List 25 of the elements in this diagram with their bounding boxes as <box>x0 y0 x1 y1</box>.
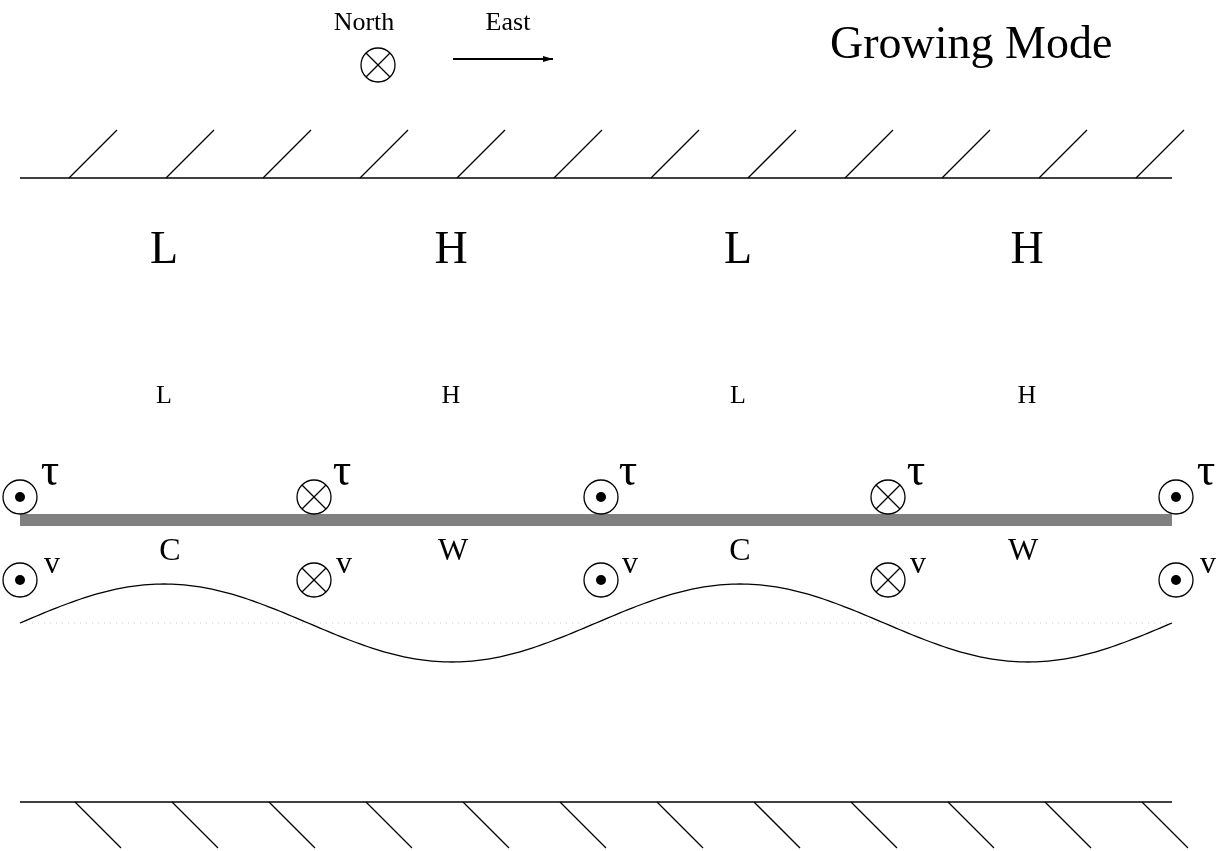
velocity-symbol: v <box>44 546 60 578</box>
velocity-symbol: v <box>1200 546 1216 578</box>
velocity-symbol: v <box>336 546 352 578</box>
tau-symbol: τ <box>40 447 60 493</box>
region-label: H <box>1010 225 1044 271</box>
region-label: L <box>149 225 179 271</box>
region-label: W <box>437 533 469 565</box>
region-label: C <box>729 533 751 565</box>
direction-label: North <box>333 9 395 35</box>
tau-symbol: τ <box>1196 447 1216 493</box>
region-label: L <box>723 225 753 271</box>
direction-label: East <box>485 9 531 35</box>
region-label: H <box>1017 382 1037 408</box>
velocity-symbol: v <box>910 546 926 578</box>
region-label: L <box>730 382 746 408</box>
velocity-symbol: v <box>622 546 638 578</box>
region-label: H <box>434 225 468 271</box>
title: Growing Mode <box>830 20 1113 66</box>
tau-symbol: τ <box>332 447 352 493</box>
region-label: L <box>156 382 172 408</box>
region-label: W <box>1007 533 1039 565</box>
tau-symbol: τ <box>906 447 926 493</box>
tau-symbol: τ <box>618 447 638 493</box>
region-label: H <box>441 382 461 408</box>
region-label: C <box>159 533 181 565</box>
